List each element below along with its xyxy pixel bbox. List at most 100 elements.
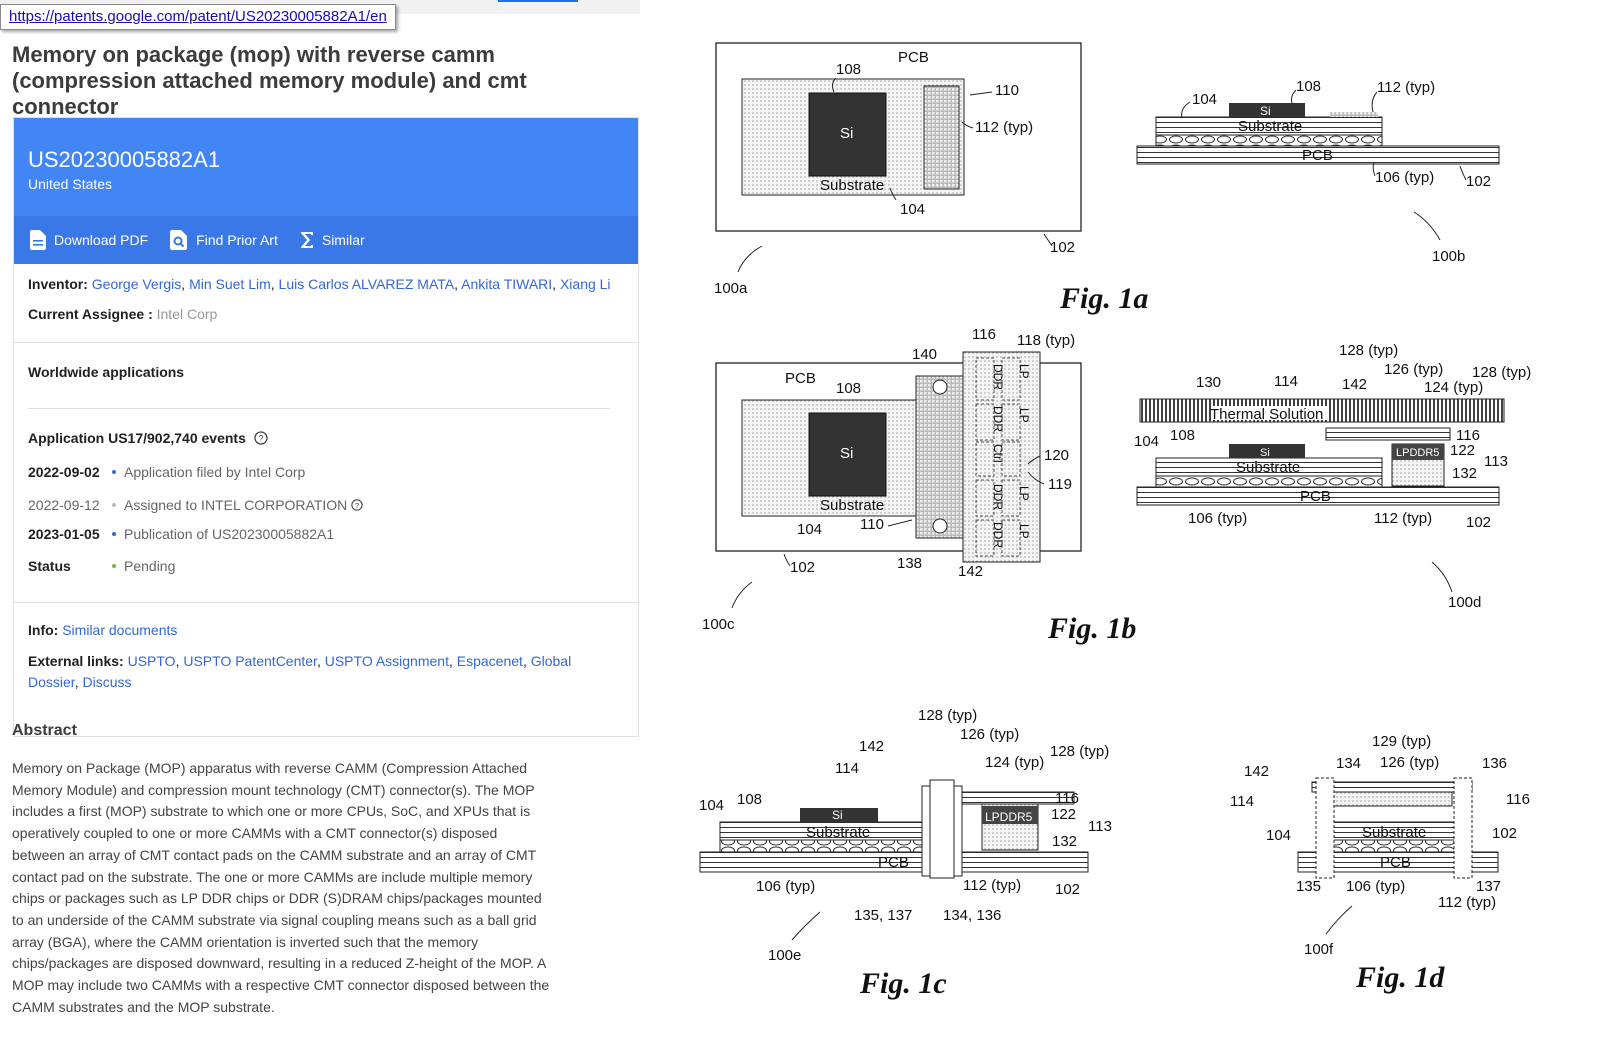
fig-label: LPDDR5 [985, 810, 1033, 824]
ref-numeral: 136 [1482, 755, 1507, 772]
similar-button[interactable]: Similar [300, 231, 365, 249]
ref-numeral: 102 [1466, 173, 1491, 190]
ref-numeral: 116 [1055, 790, 1079, 807]
inventor-link[interactable]: Ankita TIWARI [461, 276, 553, 292]
ref-numeral: 142 [859, 738, 884, 755]
ref-numeral: 113 [1088, 818, 1112, 835]
fig-label: DDR [991, 484, 1005, 510]
ref-numeral: 120 [1044, 447, 1069, 464]
external-links-row: External links: USPTO, USPTO PatentCente… [28, 653, 572, 690]
external-link-global-dossier[interactable]: Global Dossier [28, 653, 572, 690]
events-heading-row: Application US17/902,740 events ? [28, 430, 268, 446]
ref-numeral: 100c [702, 616, 735, 633]
ref-numeral: 108 [1296, 78, 1321, 95]
ref-numeral: 104 [797, 521, 822, 538]
inventor-label: Inventor: [28, 276, 88, 292]
ref-numeral: 112 (typ) [963, 877, 1021, 894]
event-bullet [112, 470, 116, 474]
external-link-patentcenter[interactable]: USPTO PatentCenter [183, 653, 317, 669]
patent-drawings: PCB Si Substrate 108 110 112 (typ) 104 1… [699, 42, 1531, 1000]
event-text: Publication of US20230005882A1 [124, 526, 335, 542]
event-text: Application filed by Intel Corp [124, 464, 306, 480]
fig-label: PCB [1300, 488, 1331, 505]
fig-label: LP [1017, 408, 1031, 423]
event-date: 2023-01-05 [28, 526, 100, 542]
assignee-label: Current Assignee : [28, 306, 153, 322]
inventor-link[interactable]: Min Suet Lim [189, 276, 271, 292]
ref-numeral: 104 [900, 201, 925, 218]
fig-label: Si [832, 808, 843, 822]
patent-country: United States [28, 176, 113, 192]
event-row: 2022-09-02 Application filed by Intel Co… [28, 464, 305, 480]
event-date: 2022-09-12 [28, 497, 100, 513]
fig-label: Substrate [806, 824, 870, 841]
external-link-discuss[interactable]: Discuss [82, 674, 132, 690]
ref-numeral: 128 (typ) [918, 707, 977, 724]
divider [28, 408, 610, 409]
fig-label: Ctrl [991, 444, 1005, 463]
ref-numeral: 132 [1452, 465, 1477, 482]
ref-numeral: 124 (typ) [985, 754, 1044, 771]
ref-numeral: 102 [1466, 514, 1491, 531]
worldwide-applications-link[interactable]: Worldwide applications [28, 364, 185, 380]
external-link-assignment[interactable]: USPTO Assignment [324, 653, 449, 669]
fig-label: PCB [1380, 854, 1411, 871]
assignee-row: Current Assignee : Intel Corp [28, 306, 217, 322]
external-link-espacenet[interactable]: Espacenet [456, 653, 523, 669]
ref-numeral: 104 [699, 797, 724, 814]
download-pdf-button[interactable]: Download PDF [30, 230, 148, 250]
help-icon[interactable]: ? [351, 499, 363, 511]
ref-numeral: 100a [714, 280, 748, 297]
url-tooltip[interactable]: https://patents.google.com/patent/US2023… [0, 4, 396, 30]
download-pdf-label: Download PDF [54, 232, 149, 248]
ref-numeral: 138 [897, 555, 922, 572]
ref-numeral: 114 [1274, 373, 1298, 390]
ref-numeral: 112 (typ) [975, 119, 1033, 136]
divider [14, 342, 638, 343]
help-icon[interactable]: ? [254, 431, 268, 445]
event-text: Assigned to INTEL CORPORATION [124, 497, 348, 513]
prior-art-search-icon [170, 230, 188, 250]
status-bullet [112, 564, 116, 568]
similar-label: Similar [321, 232, 365, 248]
inventor-link[interactable]: Xiang Li [559, 276, 611, 292]
info-label: Info: [28, 622, 59, 638]
abstract-heading: Abstract [12, 722, 77, 739]
ref-numeral: 128 (typ) [1339, 342, 1398, 359]
page-title: Memory on package (mop) with reverse cam… [12, 42, 527, 119]
ref-numeral: 134 [1336, 755, 1361, 772]
fig-label: Substrate [1236, 459, 1300, 476]
svg-text:?: ? [355, 501, 359, 510]
fig-label: LP [1017, 524, 1031, 539]
ref-numeral: 110 [995, 82, 1019, 99]
figure-caption: Fig. 1a [1059, 282, 1148, 315]
ref-numeral: 112 (typ) [1377, 79, 1435, 96]
ref-numeral: 113 [1484, 453, 1508, 470]
divider [14, 602, 638, 603]
ref-numeral: 135, 137 [854, 907, 912, 924]
ref-numeral: 112 (typ) [1438, 894, 1496, 911]
fig-label: PCB [878, 854, 909, 871]
ref-numeral: 108 [836, 380, 861, 397]
inventor-link[interactable]: George Vergis [91, 276, 182, 292]
ref-numeral: 106 (typ) [1188, 510, 1247, 527]
ref-numeral: 104 [1192, 91, 1217, 108]
svg-text:?: ? [258, 434, 263, 444]
document-icon [30, 230, 46, 250]
inventor-link[interactable]: Luis Carlos ALVAREZ MATA [278, 276, 455, 292]
ref-numeral: 106 (typ) [1375, 169, 1434, 186]
ref-numeral: 142 [1244, 763, 1269, 780]
ref-numeral: 100f [1304, 941, 1334, 958]
find-prior-art-button[interactable]: Find Prior Art [170, 230, 278, 250]
external-link-uspto[interactable]: USPTO [127, 653, 176, 669]
external-links-label: External links: [28, 653, 124, 669]
figure-caption: Fig. 1c [859, 967, 947, 1000]
patent-number: US20230005882A1 [28, 147, 221, 172]
ref-numeral: 102 [1050, 239, 1075, 256]
patent-banner: US20230005882A1 United States [14, 118, 638, 216]
ref-numeral: 119 [1048, 476, 1072, 493]
ref-numeral: 126 (typ) [1384, 361, 1443, 378]
ref-numeral: 140 [912, 346, 937, 363]
ref-numeral: 128 (typ) [1050, 743, 1109, 760]
similar-documents-link[interactable]: Similar documents [62, 622, 178, 638]
